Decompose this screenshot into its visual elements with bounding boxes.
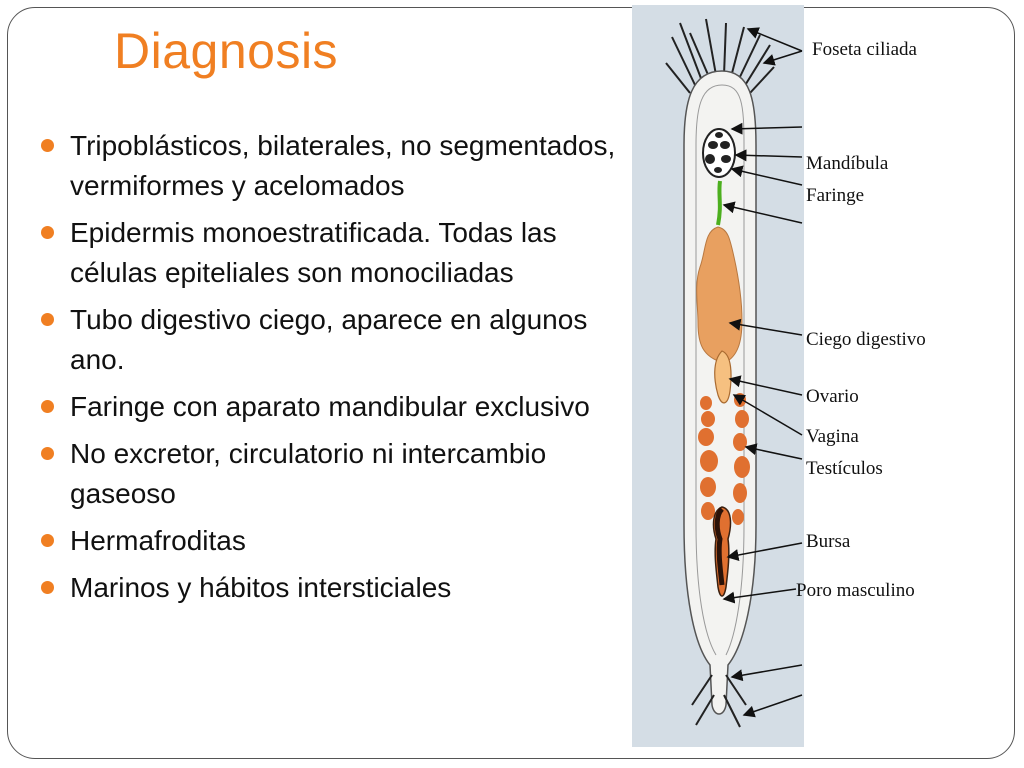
bullet-dot-icon <box>41 581 54 594</box>
label-poro: Poro masculino <box>796 580 915 601</box>
bullet-item: Tubo digestivo ciego, aparece en algunos… <box>40 300 620 380</box>
bullet-item: Hermafroditas <box>40 521 620 561</box>
label-faringe: Faringe <box>806 185 864 206</box>
ovary-shape <box>714 350 732 404</box>
bullet-text: Epidermis monoestratificada. Todas las c… <box>70 217 557 288</box>
bullet-item: Epidermis monoestratificada. Todas las c… <box>40 213 620 293</box>
bullet-item: Tripoblásticos, bilaterales, no segmenta… <box>40 126 620 206</box>
bullet-item: Marinos y hábitos intersticiales <box>40 568 620 608</box>
label-testiculos: Testículos <box>806 458 883 479</box>
bullet-text: Tripoblásticos, bilaterales, no segmenta… <box>70 130 616 201</box>
bullet-item: Faringe con aparato mandibular exclusivo <box>40 387 620 427</box>
mandible-shape <box>702 128 736 178</box>
bullet-dot-icon <box>41 534 54 547</box>
bullet-dot-icon <box>41 139 54 152</box>
bullet-text: Marinos y hábitos intersticiales <box>70 572 452 603</box>
cilia <box>665 18 775 94</box>
bullet-text: Tubo digestivo ciego, aparece en algunos… <box>70 304 588 375</box>
slide-title: Diagnosis <box>114 23 339 79</box>
bullet-dot-icon <box>41 313 54 326</box>
bullet-dot-icon <box>41 226 54 239</box>
gnathostomulid-diagram: Foseta ciliada Mandíbula Faringe Ciego d… <box>665 18 926 728</box>
slide-frame <box>7 7 1015 759</box>
pharynx-shape <box>716 180 722 226</box>
bullet-item: No excretor, circulatorio ni intercambio… <box>40 434 620 514</box>
tail-cilia <box>691 674 747 728</box>
bullet-list: Tripoblásticos, bilaterales, no segmenta… <box>40 126 620 615</box>
bullet-text: Faringe con aparato mandibular exclusivo <box>70 391 590 422</box>
leader-lines <box>722 27 803 718</box>
label-ciego: Ciego digestivo <box>806 329 926 350</box>
label-mandibula: Mandíbula <box>806 153 889 174</box>
label-bursa: Bursa <box>806 531 851 552</box>
label-vagina: Vagina <box>806 426 859 447</box>
bullet-dot-icon <box>41 400 54 413</box>
bullet-text: Hermafroditas <box>70 525 246 556</box>
label-ovario: Ovario <box>806 386 859 407</box>
bullet-dot-icon <box>41 447 54 460</box>
bullet-text: No excretor, circulatorio ni intercambio… <box>70 438 547 509</box>
label-foseta: Foseta ciliada <box>812 39 918 60</box>
